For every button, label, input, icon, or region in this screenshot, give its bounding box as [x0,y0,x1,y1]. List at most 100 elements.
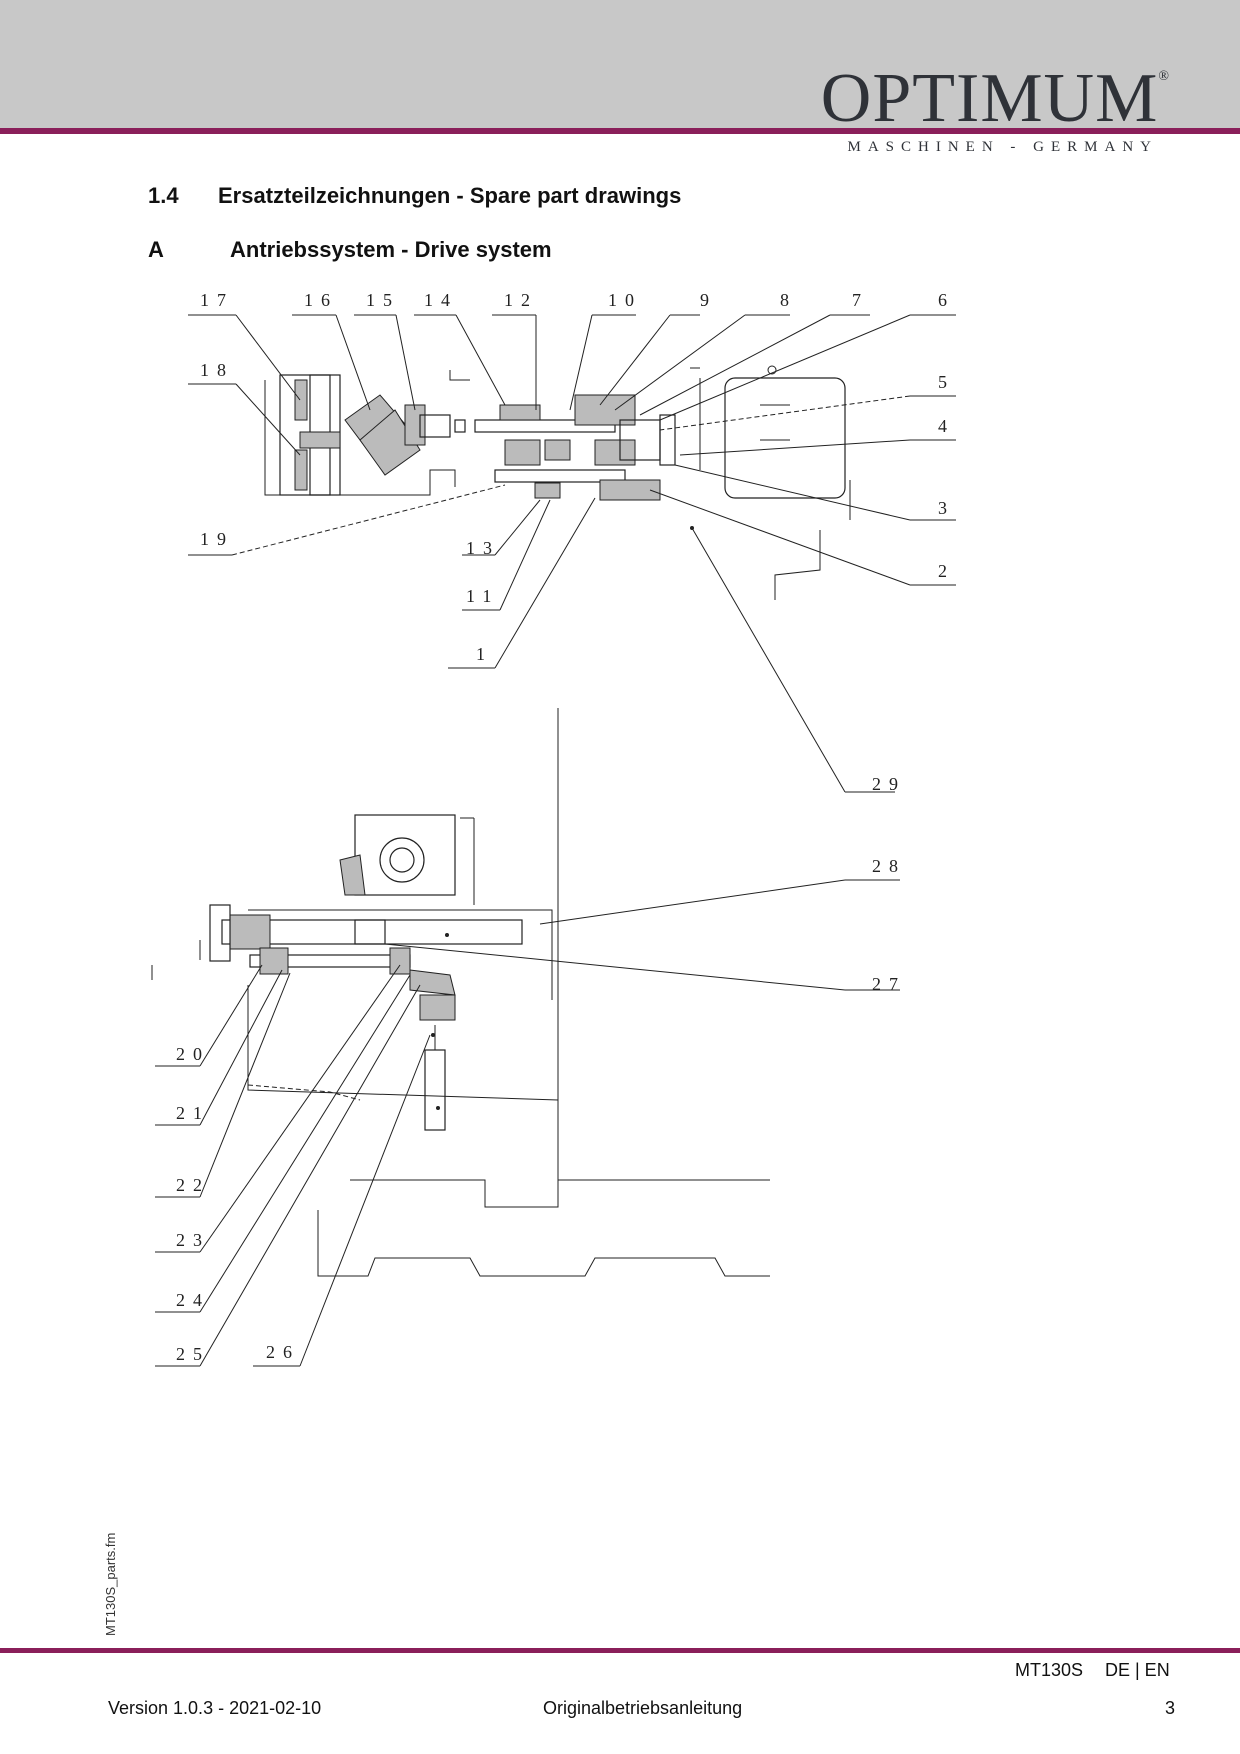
motor [724,377,846,499]
gear-a [499,404,541,421]
callout-13: 13 [466,538,500,558]
bed-step [350,1179,559,1208]
callout-1: 1 [476,644,493,664]
leader-11 [499,499,551,611]
callout-22: 22 [176,1175,210,1195]
bottom-assembly: 29 28 27 20 21 22 23 24 25 26 [151,708,906,1367]
leader-20 [199,964,263,1067]
callout-16: 16 [304,290,338,310]
leader-24 [199,974,411,1313]
callout-9: 9 [700,290,717,310]
callout-6: 6 [938,290,955,310]
header-accent-line [0,128,1240,134]
key [454,419,466,433]
callout-8: 8 [780,290,797,310]
leader-28 [539,879,846,925]
gear-d [534,482,561,499]
leader-19 [231,484,506,556]
leader-13 [494,499,541,556]
bearing-upper [294,379,308,421]
leader-3 [674,464,911,521]
leader-4 [679,439,911,456]
header-band [0,0,1240,128]
sleeve [299,431,341,449]
callout-14: 14 [424,290,458,310]
gear-c [544,439,571,461]
head-housing [354,814,456,896]
shaft-collar [354,919,386,945]
brand-logo: OPTIMUM® [821,64,1170,134]
bearing-flange [404,404,426,446]
coupling [419,414,451,438]
spindle-nose [229,914,271,950]
bearing-lower [294,449,308,491]
leader-26 [299,1034,431,1367]
section-title: Ersatzteilzeichnungen - Spare part drawi… [218,183,682,208]
leader-6 [659,314,911,421]
flange [659,414,676,466]
callout-18: 18 [200,360,234,380]
leader-29-dot [690,526,694,530]
footer-accent-line [0,1648,1240,1653]
leader-28-dot [445,933,449,937]
lower-bearing-left [259,947,289,975]
leader-22 [199,972,291,1198]
subsection-title: Antriebssystem - Drive system [230,237,552,262]
main-shaft [474,419,616,433]
leader-9 [599,314,671,406]
lower-bearing-right [389,947,411,975]
callout-26: 26 [266,1342,300,1362]
leader-17 [235,314,301,401]
leader-8 [614,314,746,411]
callout-11: 11 [466,586,499,606]
frame-bottom [247,985,559,1101]
leader-18 [235,383,301,456]
callout-10: 10 [608,290,642,310]
leader-21 [199,969,283,1126]
bed-dash [247,1084,361,1101]
housing-outline [264,380,456,496]
shaft-marker-1 [431,1033,435,1037]
callout-17: 17 [200,290,234,310]
footer-version: Version 1.0.3 - 2021-02-10 [108,1698,322,1718]
callout-23: 23 [176,1230,210,1250]
lower-shaft [494,469,626,483]
brand-subtitle: MASCHINEN - GERMANY [847,139,1158,155]
callout-25: 25 [176,1344,210,1364]
registered-mark: ® [1158,69,1170,84]
motor-base [774,530,821,600]
callout-21: 21 [176,1103,210,1123]
head-gear-left [339,854,366,896]
bed-rail [317,1210,770,1277]
leader-29 [691,527,846,793]
brand-name: OPTIMUM [820,60,1159,137]
head-pulley [379,837,425,883]
callout-3: 3 [938,498,955,518]
callout-7: 7 [852,290,869,310]
callout-19: 19 [200,529,234,549]
vertical-feed-shaft [424,1049,446,1131]
footer-doc-type: Originalbetriebsanleitung [543,1698,743,1718]
leader-15 [395,314,416,411]
housing-top [449,370,470,381]
shaft-marker-2 [436,1106,440,1110]
leader-23 [199,964,401,1253]
gear-b [504,439,541,466]
subsection-letter: A [148,237,164,262]
leader-16 [335,314,371,411]
leader-2 [649,489,911,586]
callout-5: 5 [938,372,955,392]
leader-27 [384,943,846,991]
leader-7 [639,314,831,416]
leader-14 [455,314,506,406]
bevel-block [419,994,456,1021]
gear-g [599,479,661,501]
callout-24: 24 [176,1290,210,1310]
gear-f [594,439,636,466]
leader-10 [569,314,593,411]
footer-languages: DE | EN [1105,1660,1170,1680]
top-assembly: 17 16 15 14 12 10 9 8 7 6 18 5 4 3 19 13… [188,290,956,793]
callout-29: 29 [872,774,906,794]
callout-4: 4 [938,416,955,436]
footer-page-number: 3 [1165,1698,1176,1718]
